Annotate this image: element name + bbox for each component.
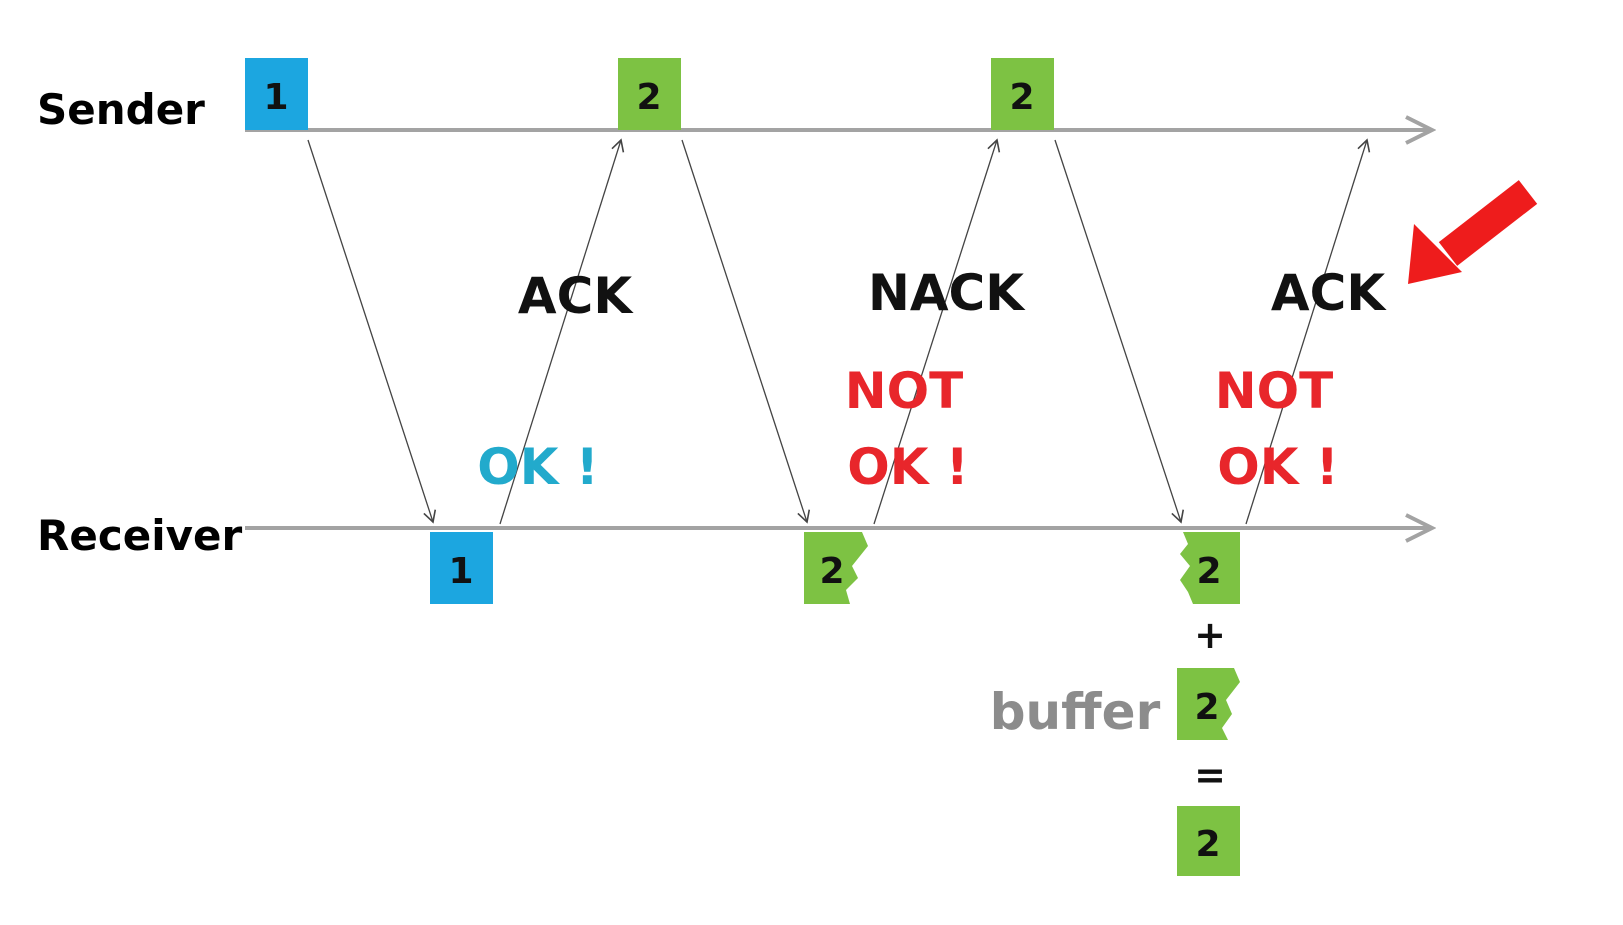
sender-packet-2-number: 2 <box>636 77 661 118</box>
combined-packet: 2 <box>1177 806 1240 876</box>
sender-packet-2-retx-number: 2 <box>1009 77 1034 118</box>
ack-1-label: ACK <box>518 267 634 325</box>
sender-label: Sender <box>37 85 205 134</box>
sender-packet-2-retransmission: 2 <box>991 58 1054 130</box>
receiver-packet-1: 1 <box>430 532 493 604</box>
sender-packet-1-number: 1 <box>263 77 288 118</box>
ack-2-label: ACK <box>1271 264 1387 322</box>
combined-packet-number: 2 <box>1195 824 1220 865</box>
ok-status-1: OK ! <box>477 438 598 496</box>
not-status-1: NOT <box>845 362 963 420</box>
ack-2-arrow <box>1245 138 1371 525</box>
sender-packet-2: 2 <box>618 58 681 130</box>
not-status-2: NOT <box>1215 362 1333 420</box>
buffer-packet-corrupted: 2 <box>1177 668 1240 740</box>
receiver-packet-1-number: 1 <box>448 551 473 592</box>
packet-2-retx-arrow <box>1054 139 1185 524</box>
not-ok-status-1: OK ! <box>847 438 968 496</box>
equals-sign: = <box>1194 753 1226 797</box>
plus-sign: + <box>1194 613 1226 657</box>
receiver-packet-2-corrupted: 2 <box>804 532 868 604</box>
nack-arrow <box>873 138 1001 525</box>
receiver-label: Receiver <box>37 511 242 560</box>
not-ok-status-2: OK ! <box>1217 438 1338 496</box>
sender-packet-1: 1 <box>245 58 308 130</box>
highlight-arrow-icon <box>1408 180 1538 284</box>
receiver-packet-2-number: 2 <box>819 551 844 592</box>
buffer-label: buffer <box>990 683 1161 741</box>
receiver-packet-2-retx-corrupted: 2 <box>1180 532 1240 604</box>
packet-1-arrow <box>307 139 437 524</box>
packet-2-arrow <box>681 139 811 524</box>
receiver-packet-2-retx-number: 2 <box>1196 551 1221 592</box>
ack-1-arrow <box>499 138 625 525</box>
buffer-packet-number: 2 <box>1194 687 1219 728</box>
nack-label: NACK <box>868 264 1026 322</box>
